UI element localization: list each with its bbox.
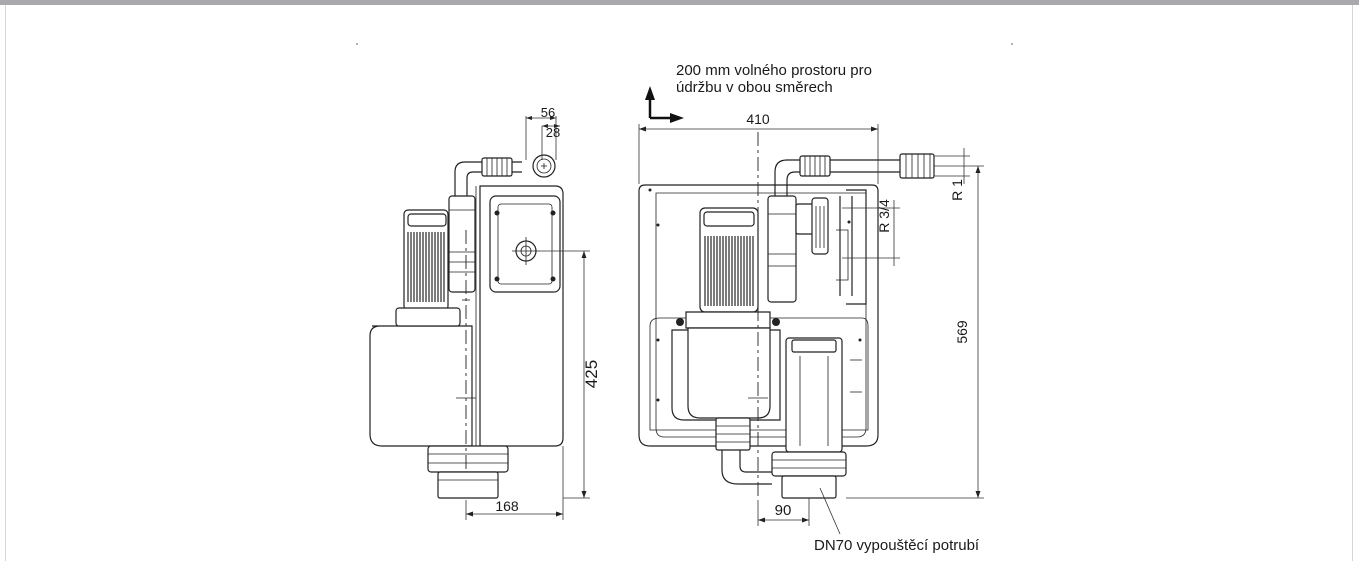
front-view-bracket (839, 189, 867, 305)
side-view-outlet-flange (427, 445, 509, 473)
front-view-motor-fins (704, 236, 754, 306)
maintenance-note-line1: 200 mm volného prostoru pro (676, 62, 872, 79)
dim-side-top-inner: 28 (546, 125, 560, 140)
side-view-tank (369, 325, 473, 447)
frame-left-edge (5, 5, 6, 561)
dim-side-height: 425 (582, 360, 601, 388)
side-view-valve (448, 195, 476, 293)
registration-dot-right (1011, 43, 1013, 45)
front-view-pipe-elbow (774, 159, 900, 196)
side-view (369, 116, 590, 520)
maintenance-note-line2: údržbu v obou směrech (676, 79, 833, 96)
thread-r34-label: R 3/4 (876, 199, 892, 233)
dim-front-height: 569 (954, 320, 970, 344)
maintenance-space-arrows (645, 86, 684, 123)
side-view-pipe-elbow (454, 161, 522, 196)
dim-front-width: 410 (746, 111, 770, 127)
thread-r1-label: R 1 (949, 179, 965, 201)
front-view (638, 86, 984, 535)
side-view-outlet-pipe (437, 471, 499, 499)
dim-outlet-offset: 90 (775, 502, 792, 519)
dim-side-width: 168 (495, 498, 519, 514)
side-view-motor-fins (407, 232, 445, 302)
front-view-discharge-column (785, 337, 843, 453)
outlet-label: DN70 vypouštěcí potrubí (814, 537, 980, 554)
front-view-pipe-end (899, 153, 935, 179)
top-border-bar (0, 0, 1359, 5)
front-view-valve (767, 195, 797, 303)
registration-dot-left (356, 43, 358, 45)
front-view-outlet-pipe (781, 475, 837, 499)
front-view-outlet-flange (771, 451, 847, 477)
dim-side-top-outer: 56 (541, 105, 555, 120)
frame-right-edge (1352, 5, 1353, 561)
